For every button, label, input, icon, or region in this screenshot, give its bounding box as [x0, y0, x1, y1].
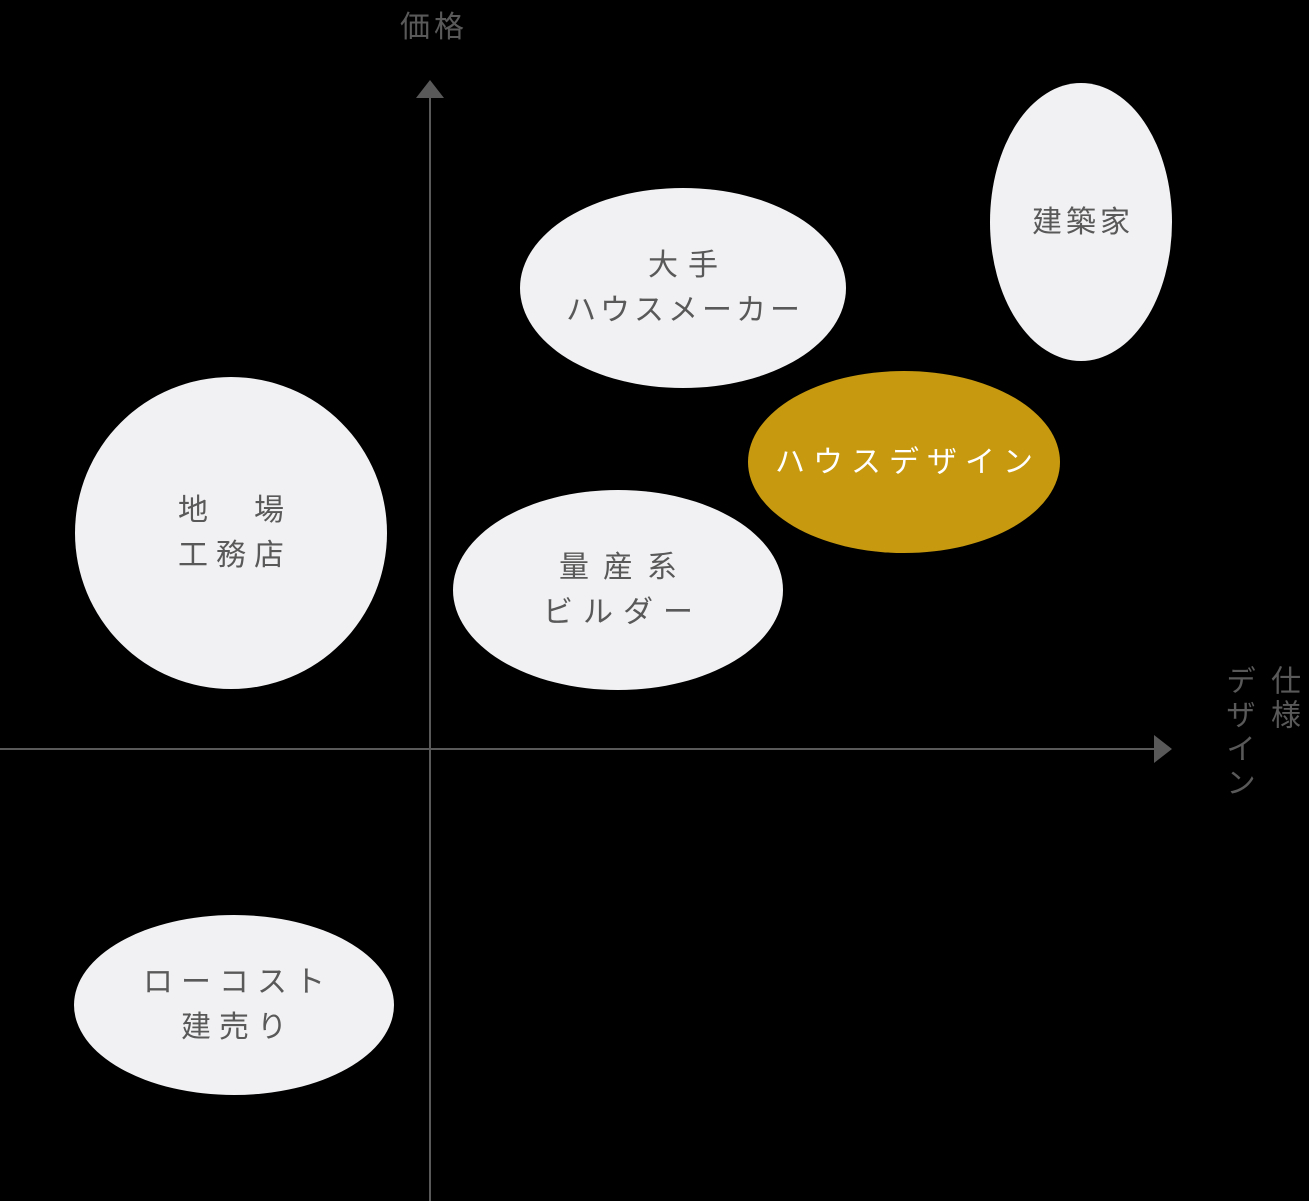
bubble-lowcost-tateuri-label-line2: 建売り: [181, 1011, 295, 1044]
bubble-major-housemaker-label-line2: ハウスメーカー: [566, 294, 804, 327]
x-axis-line: [0, 748, 1156, 750]
bubble-mass-builder-label-line2: ビルダー: [543, 596, 703, 629]
y-axis-line: [429, 96, 431, 1201]
bubble-mass-builder-label-line1: 量産系: [559, 551, 691, 584]
bubble-housedesign: ハウスデザイン: [748, 371, 1060, 553]
bubble-architect: 建築家: [990, 83, 1172, 361]
bubble-major-housemaker: 大手 ハウスメーカー: [520, 188, 846, 388]
bubble-major-housemaker-label-line1: 大手: [648, 249, 728, 282]
y-axis-arrowhead-icon: [416, 80, 444, 98]
bubble-architect-label: 建築家: [1032, 205, 1134, 239]
bubble-local-builder-label-line1: 地 場: [178, 494, 292, 527]
bubble-lowcost-tateuri: ローコスト 建売り: [74, 915, 394, 1095]
bubble-housedesign-label: ハウスデザイン: [775, 445, 1041, 479]
design-spec-axis-label-line2: デザイン: [1221, 665, 1254, 801]
x-axis-arrowhead-icon: [1154, 735, 1172, 763]
price-axis-label: 価格: [400, 11, 468, 44]
bubble-mass-builder: 量産系 ビルダー: [453, 490, 783, 690]
design-spec-axis-label: 仕様 デザイン: [1215, 665, 1305, 801]
design-spec-axis-label-line1: 仕様: [1266, 665, 1299, 733]
bubble-local-builder-label-line2: 工務店: [178, 539, 292, 572]
bubble-lowcost-tateuri-label-line1: ローコスト: [143, 966, 333, 999]
bubble-local-builder: 地 場 工務店: [75, 377, 387, 689]
